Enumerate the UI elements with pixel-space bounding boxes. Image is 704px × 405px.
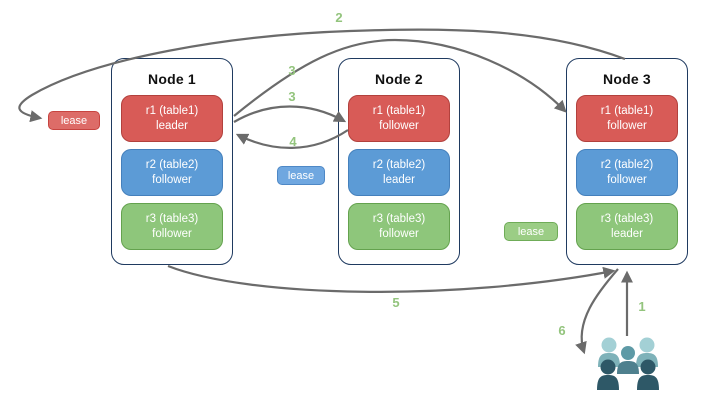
replica-role: follower <box>607 119 647 132</box>
node-3-replica-r3: r3 (table3) leader <box>576 203 678 250</box>
node-1-replica-r1: r1 (table1) leader <box>121 95 223 142</box>
replica-name: r2 (table2) <box>145 158 199 171</box>
replica-role: follower <box>152 227 192 240</box>
node-3-replica-r2: r2 (table2) follower <box>576 149 678 196</box>
lease-tag-r2: lease <box>277 166 325 185</box>
arrow-step-3-leader-to-node2-follower <box>233 105 347 123</box>
node-2-replica-r2: r2 (table2) leader <box>348 149 450 196</box>
node-3: Node 3 r1 (table1) follower r2 (table2) … <box>566 58 688 265</box>
replica-name: r3 (table3) <box>600 212 654 225</box>
users-group-icon <box>597 337 659 390</box>
step-label-1: 1 <box>638 299 646 314</box>
replica-name: r1 (table1) <box>600 104 654 117</box>
step-label-3a: 3 <box>288 63 296 78</box>
node-3-title: Node 3 <box>603 71 651 87</box>
node-2-replica-r3: r3 (table3) follower <box>348 203 450 250</box>
node-1: Node 1 r1 (table1) leader r2 (table2) fo… <box>111 58 233 265</box>
replica-role: follower <box>152 173 192 186</box>
replica-name: r2 (table2) <box>372 158 426 171</box>
replica-role: follower <box>379 119 419 132</box>
replica-role: follower <box>607 173 647 186</box>
replica-role: leader <box>383 173 415 186</box>
replica-role: leader <box>611 227 643 240</box>
node-2: Node 2 r1 (table1) follower r2 (table2) … <box>338 58 460 265</box>
node-2-title: Node 2 <box>375 71 423 87</box>
arrow-step-5-node1-to-node3 <box>167 264 616 293</box>
node-2-replica-r1: r1 (table1) follower <box>348 95 450 142</box>
replica-role: leader <box>156 119 188 132</box>
replica-name: r3 (table3) <box>145 212 199 225</box>
step-label-6: 6 <box>558 323 566 338</box>
replica-name: r3 (table3) <box>372 212 426 225</box>
step-label-3b: 3 <box>288 89 296 104</box>
replica-role: follower <box>379 227 419 240</box>
replica-name: r1 (table1) <box>372 104 426 117</box>
node-3-replica-r1: r1 (table1) follower <box>576 95 678 142</box>
node-1-replica-r3: r3 (table3) follower <box>121 203 223 250</box>
replica-name: r1 (table1) <box>145 104 199 117</box>
step-label-2: 2 <box>335 10 343 25</box>
node-1-title: Node 1 <box>148 71 196 87</box>
step-label-4: 4 <box>289 134 297 149</box>
node-1-replica-r2: r2 (table2) follower <box>121 149 223 196</box>
lease-tag-r1: lease <box>48 111 100 130</box>
lease-tag-r3: lease <box>504 222 558 241</box>
step-label-5: 5 <box>392 295 400 310</box>
replica-name: r2 (table2) <box>600 158 654 171</box>
